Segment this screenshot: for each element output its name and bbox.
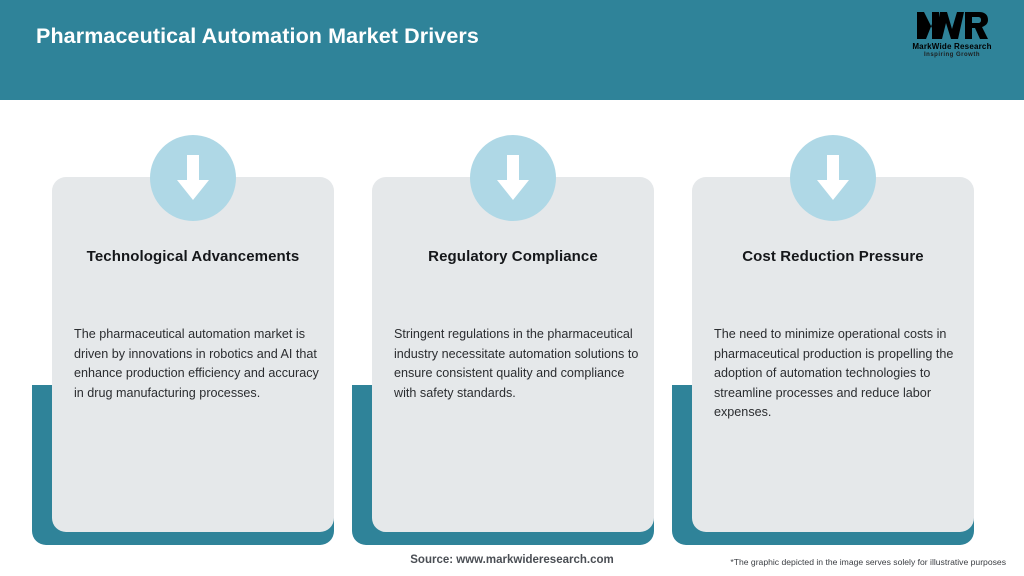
- down-arrow-icon: [497, 155, 529, 200]
- card-panel: [52, 177, 334, 532]
- brand-logo: MarkWide Research Inspiring Growth: [898, 8, 1006, 64]
- logo-tagline: Inspiring Growth: [924, 52, 980, 58]
- mwr-logo-icon: [917, 12, 988, 39]
- down-arrow-icon: [177, 155, 209, 200]
- card-body-text: The pharmaceutical automation market is …: [74, 327, 319, 400]
- disclaimer-note: *The graphic depicted in the image serve…: [730, 557, 1006, 567]
- logo-company-name: MarkWide Research: [912, 42, 992, 51]
- card-title: Cost Reduction Pressure: [742, 248, 924, 265]
- card-title: Technological Advancements: [86, 248, 300, 265]
- card-icon-badge: [150, 135, 236, 221]
- down-arrow-icon: [817, 155, 849, 200]
- card-panel: [372, 177, 654, 532]
- card-body-text: Stringent regulations in the pharmaceuti…: [394, 327, 639, 400]
- card-body-text: The need to minimize operational costs i…: [714, 327, 954, 420]
- source-label: Source: www.markwideresearch.com: [410, 554, 614, 566]
- page-title: Pharmaceutical Automation Market Drivers: [36, 24, 479, 48]
- driver-cards-row: Technological Advancements The pharmaceu…: [0, 100, 1024, 546]
- card-icon-badge: [790, 135, 876, 221]
- card-icon-badge: [470, 135, 556, 221]
- card-title: Regulatory Compliance: [428, 248, 598, 265]
- header-band: Pharmaceutical Automation Market Drivers…: [0, 0, 1024, 100]
- driver-card[interactable]: Cost Reduction Pressure The need to mini…: [672, 100, 992, 546]
- card-panel: [692, 177, 974, 532]
- driver-card[interactable]: Regulatory Compliance Stringent regulati…: [352, 100, 672, 546]
- driver-card[interactable]: Technological Advancements The pharmaceu…: [32, 100, 352, 546]
